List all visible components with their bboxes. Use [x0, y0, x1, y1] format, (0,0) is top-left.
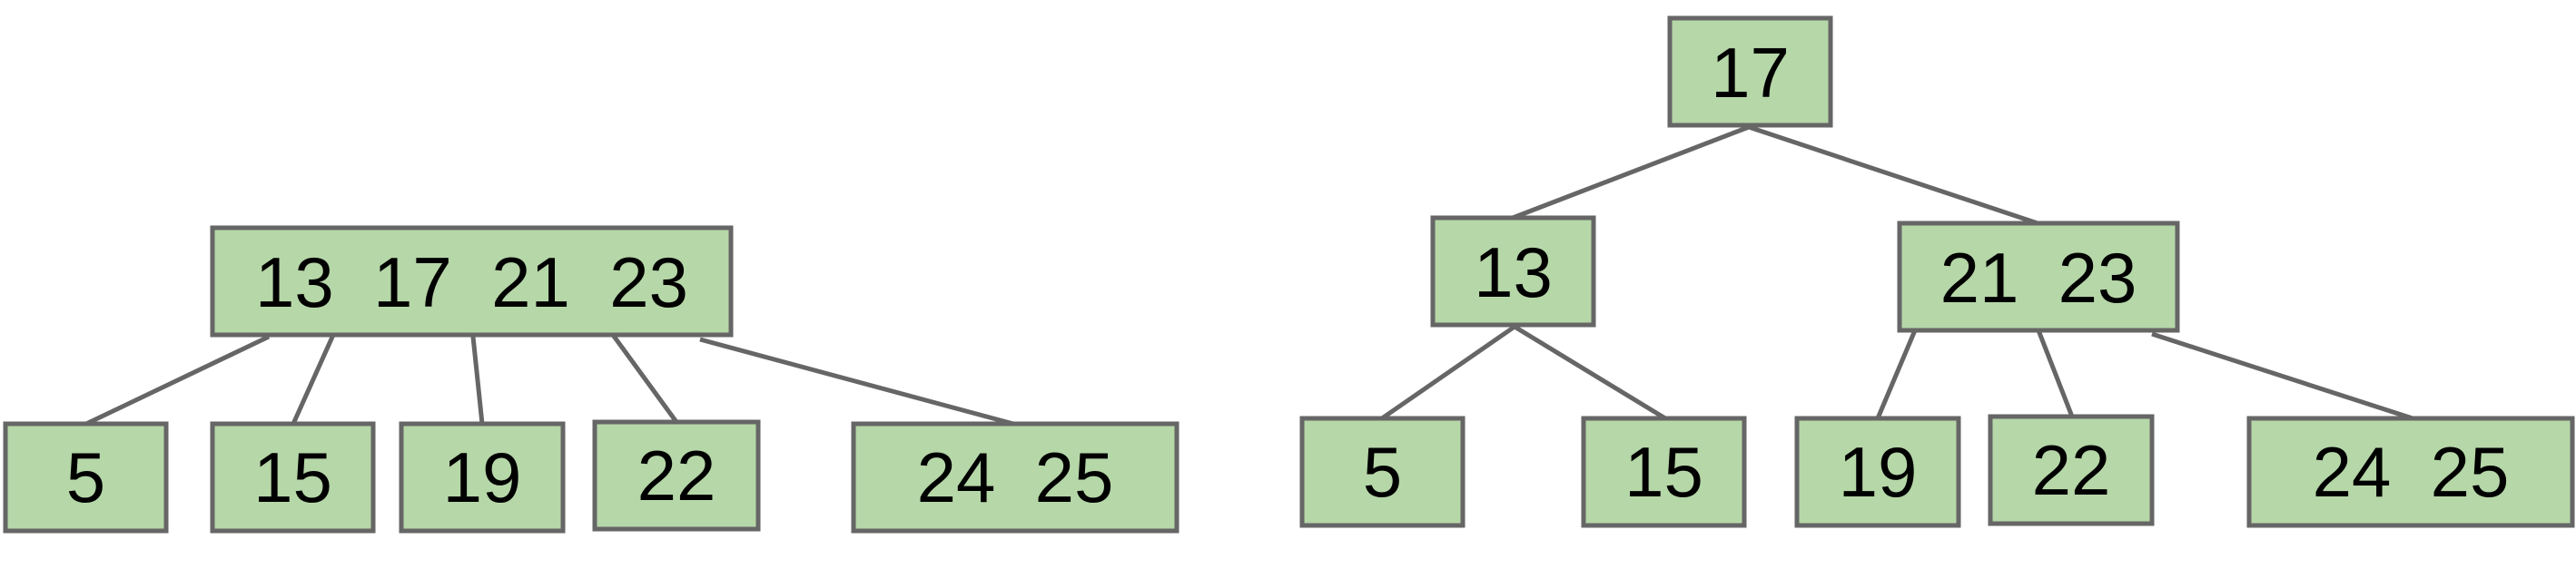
- node-keys: 21 23: [1940, 238, 2137, 318]
- node-box: [1581, 416, 1747, 528]
- tree-right: 17 13 21 23 5 15 19 22 24 25: [1299, 15, 2575, 528]
- edge-inner-21-23-to-leaf-22: [2036, 329, 2075, 417]
- node-keys: 5: [1363, 432, 1402, 512]
- node-box: [1988, 414, 2155, 526]
- edge-root-to-leaf-22: [610, 333, 679, 424]
- edge-root-to-leaf-15: [291, 333, 336, 426]
- node-keys: 22: [2032, 430, 2111, 510]
- edge-root-to-inner-13: [1512, 124, 1750, 221]
- node-keys: 19: [443, 437, 522, 517]
- btree-node-leaf-15: 15: [210, 421, 376, 534]
- btree-node-leaf-22: 22: [592, 419, 761, 532]
- node-keys: 13 17 21 23: [255, 242, 688, 322]
- node-keys: 24 25: [2313, 432, 2510, 512]
- btree-node-inner-21-23: 21 23: [1897, 221, 2180, 333]
- edge-root-to-leaf-24-25: [699, 337, 1014, 427]
- btree-node-leaf-5: 5: [1299, 416, 1466, 528]
- node-keys: 15: [253, 437, 332, 517]
- node-box: [3, 421, 169, 534]
- node-keys: 13: [1474, 232, 1553, 312]
- node-box: [399, 421, 566, 534]
- node-box: [1667, 15, 1833, 128]
- node-box: [210, 225, 734, 338]
- edge-root-to-inner-21-23: [1748, 124, 2038, 226]
- node-box: [1299, 416, 1466, 528]
- edge-root-to-leaf-19: [470, 336, 485, 425]
- btree-node-leaf-15: 15: [1581, 416, 1747, 528]
- edge-inner-21-23-to-leaf-24-25: [2151, 331, 2413, 421]
- tree-right-edges: [1380, 124, 2413, 421]
- node-box: [1897, 221, 2180, 333]
- edge-inner-21-23-to-leaf-19: [1875, 329, 1918, 419]
- node-keys: 19: [1839, 432, 1918, 512]
- node-keys: 17: [1711, 33, 1790, 113]
- btree-node-root: 17: [1667, 15, 1833, 128]
- node-box: [851, 421, 1179, 534]
- btree-node-root: 13 17 21 23: [210, 225, 734, 338]
- tree-left-edges: [84, 333, 1014, 427]
- btree-node-leaf-19: 19: [1794, 416, 1961, 528]
- node-keys: 15: [1624, 432, 1703, 512]
- node-box: [2246, 416, 2575, 528]
- edge-inner-13-to-leaf-5: [1380, 324, 1516, 421]
- node-box: [592, 419, 761, 532]
- node-box: [210, 421, 376, 534]
- btree-node-leaf-24-25: 24 25: [851, 421, 1179, 534]
- node-keys: 5: [66, 437, 105, 517]
- node-box: [1794, 416, 1961, 528]
- btree-node-leaf-19: 19: [399, 421, 566, 534]
- btree-node-leaf-22: 22: [1988, 414, 2155, 526]
- node-keys: 22: [637, 436, 716, 515]
- edge-inner-13-to-leaf-15: [1513, 324, 1667, 421]
- btree-node-inner-13: 13: [1430, 215, 1596, 328]
- node-keys: 24 25: [917, 437, 1114, 517]
- edge-root-to-leaf-5: [84, 334, 271, 427]
- btree-node-leaf-5: 5: [3, 421, 169, 534]
- tree-left: 13 17 21 23 5 15 19 22 24 25: [3, 225, 1179, 534]
- btree-node-leaf-24-25: 24 25: [2246, 416, 2575, 528]
- node-box: [1430, 215, 1596, 328]
